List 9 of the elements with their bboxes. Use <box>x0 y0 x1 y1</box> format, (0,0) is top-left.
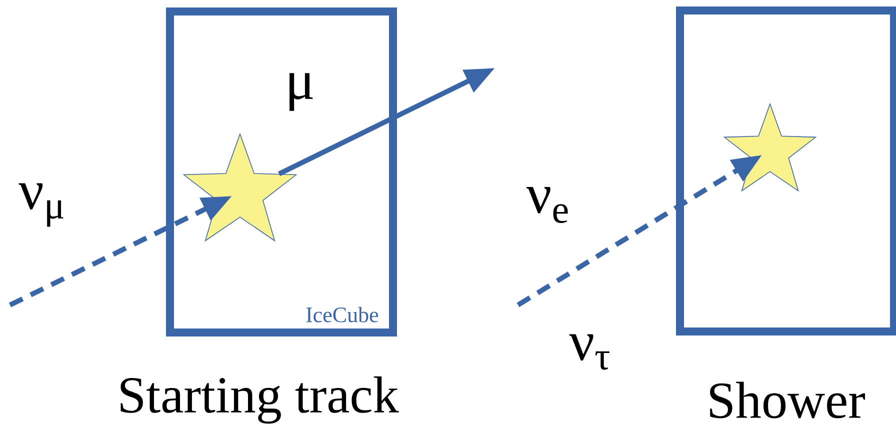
edge-label: μ <box>290 73 313 111</box>
edge-label: ν$_{e}$ <box>526 187 568 223</box>
detector-label: IceCube <box>306 306 378 322</box>
edge-label: ν$_{μ}$ <box>18 183 64 227</box>
detector-box <box>166 8 397 336</box>
node-label: Starting track <box>120 376 399 424</box>
node-label: Shower <box>710 382 865 418</box>
detector-box <box>676 6 896 336</box>
particle-label: ν$_{τ}$ <box>569 334 610 370</box>
